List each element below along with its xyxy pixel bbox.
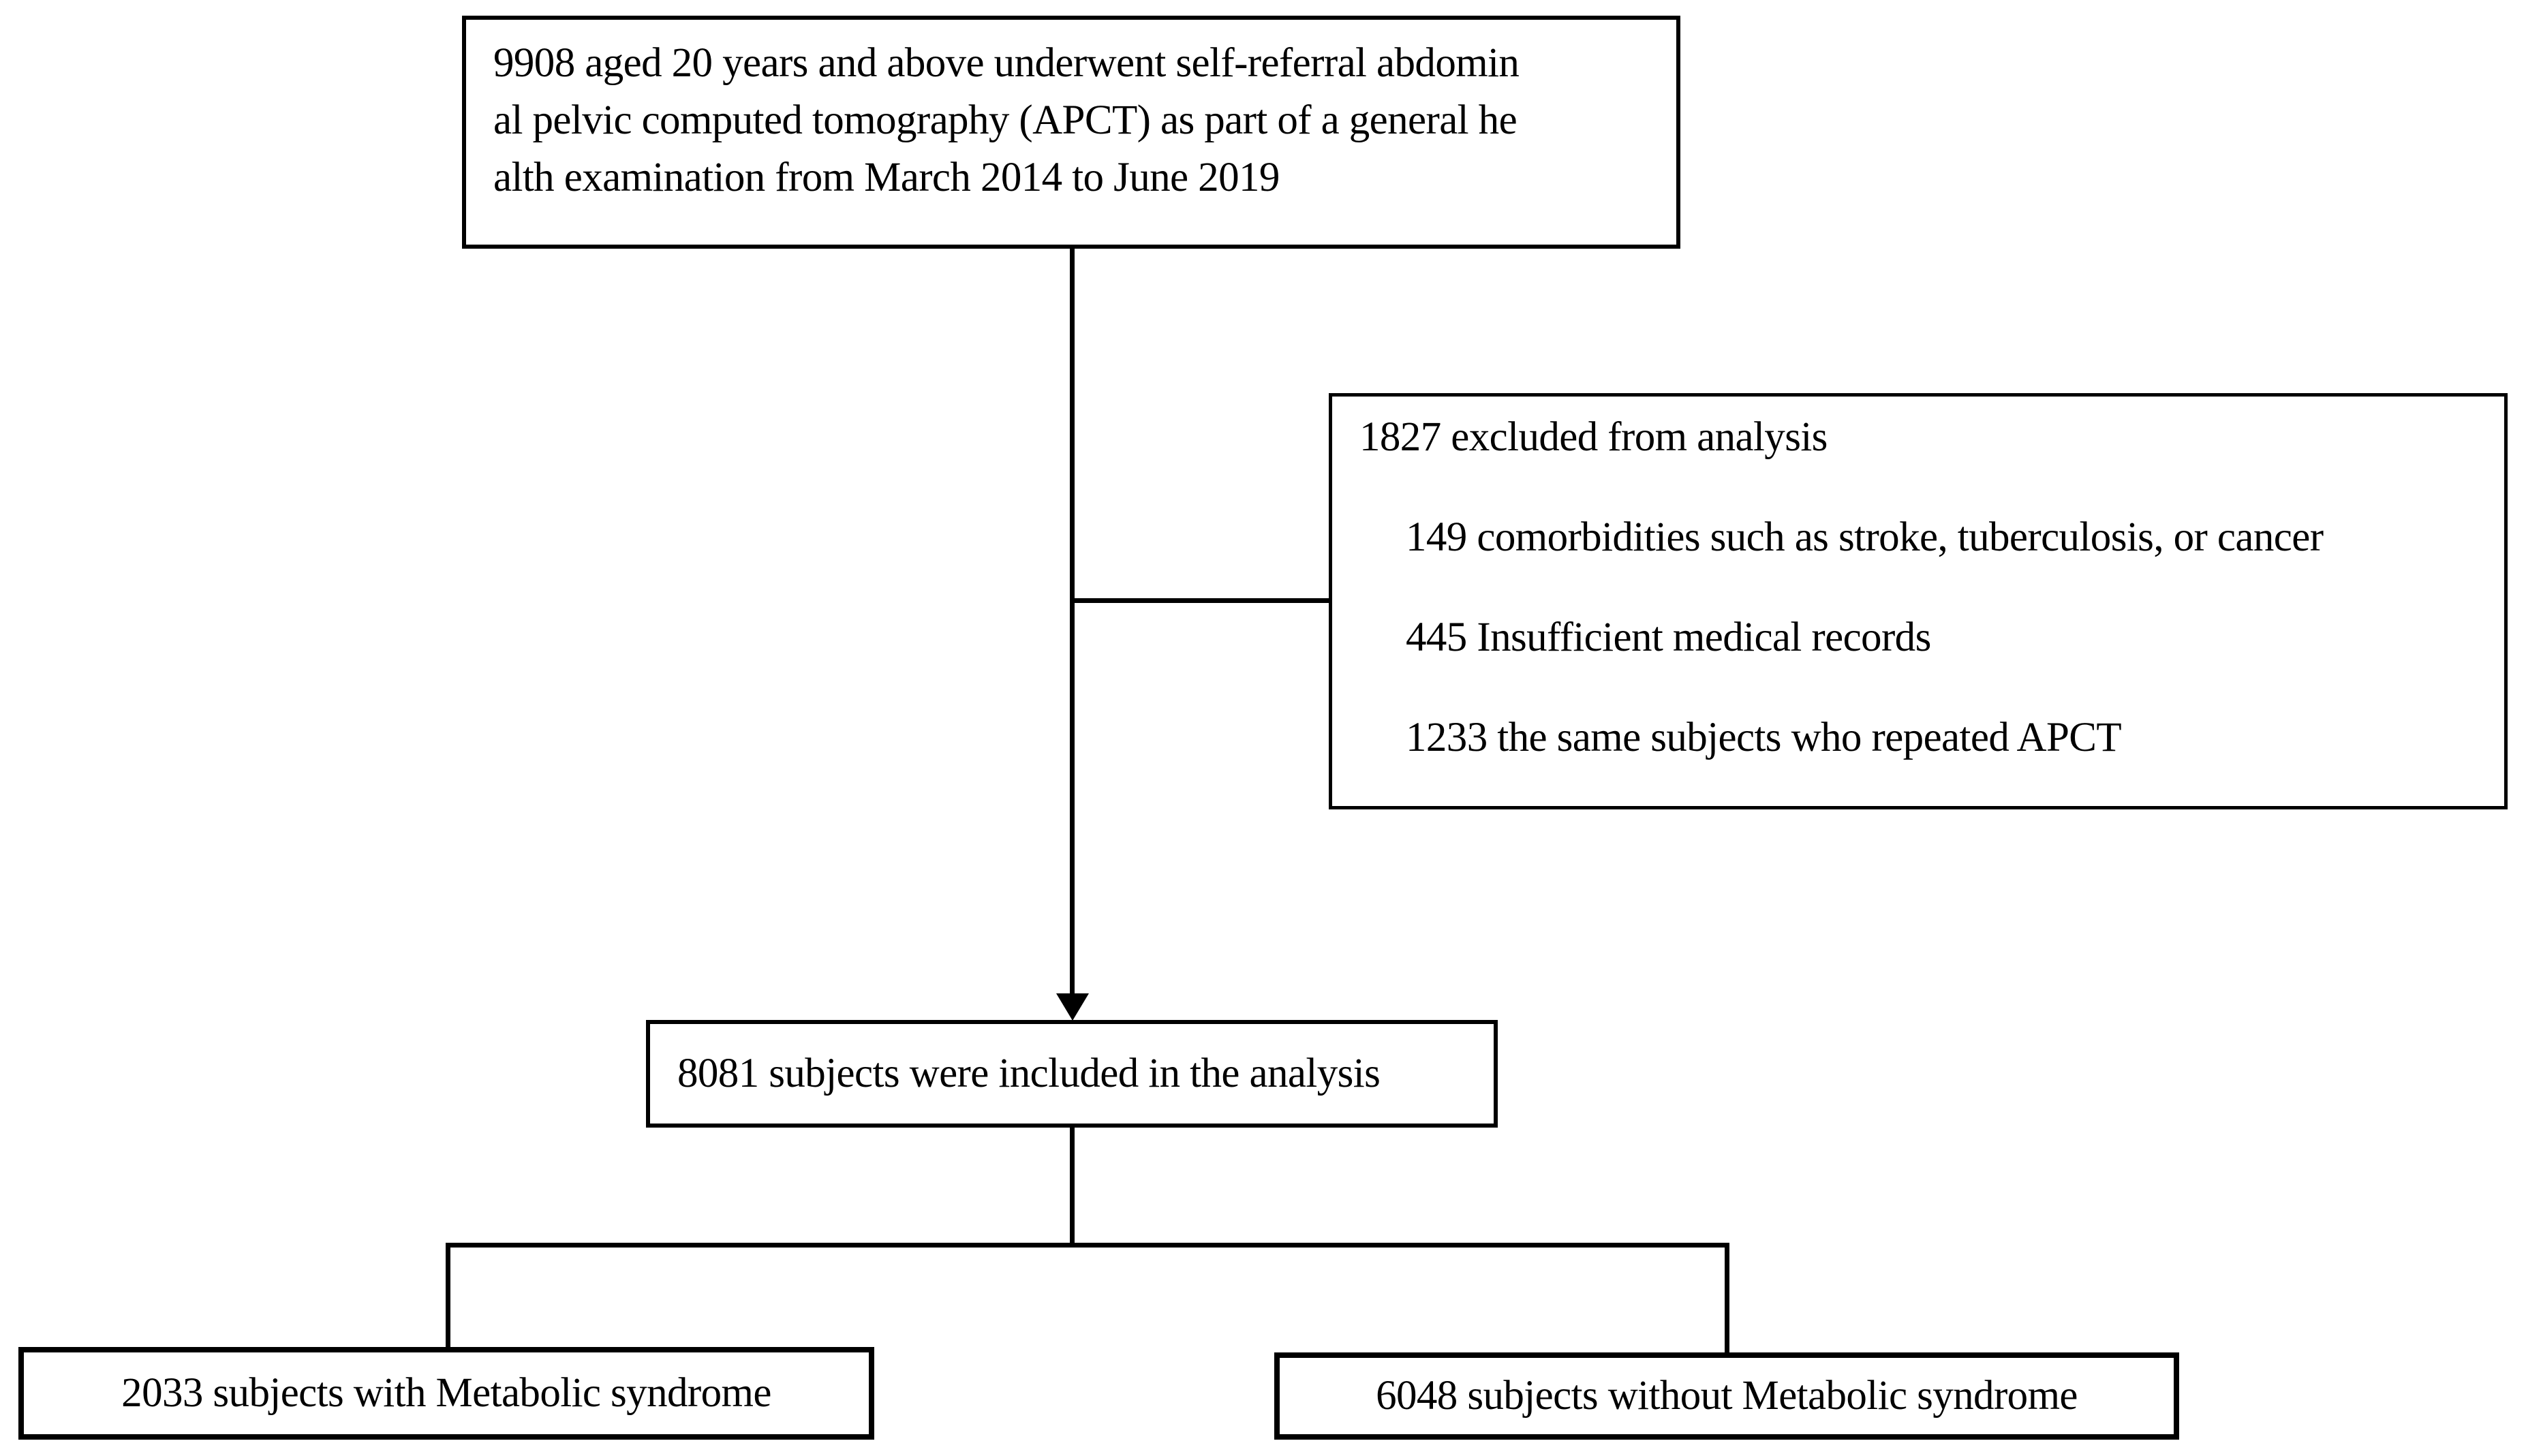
exclusion-item-insufficient-records: 445 Insufficient medical records xyxy=(1406,615,1931,660)
no-metabolic-syndrome-box: 6048 subjects without Metabolic syndrome xyxy=(1274,1352,2179,1440)
metabolic-syndrome-label: 2033 subjects with Metabolic syndrome xyxy=(121,1370,771,1416)
cohort-box: 9908 aged 20 years and above underwent s… xyxy=(462,16,1680,249)
cohort-box-line-2: al pelvic computed tomography (APCT) as … xyxy=(493,97,1518,143)
connector-left-drop xyxy=(446,1243,450,1347)
connector-main-vertical xyxy=(1070,249,1075,996)
exclusion-item-repeated-apct: 1233 the same subjects who repeated APCT xyxy=(1406,715,2122,760)
connector-split-vertical xyxy=(1070,1128,1075,1248)
exclusion-heading: 1827 excluded from analysis xyxy=(1359,414,1828,460)
cohort-box-line-1: 9908 aged 20 years and above underwent s… xyxy=(493,40,1520,86)
exclusion-box: 1827 excluded from analysis 149 comorbid… xyxy=(1329,393,2508,809)
metabolic-syndrome-box: 2033 subjects with Metabolic syndrome xyxy=(18,1347,874,1440)
connector-right-drop xyxy=(1725,1243,1729,1352)
included-box-label: 8081 subjects were included in the analy… xyxy=(677,1051,1381,1096)
no-metabolic-syndrome-label: 6048 subjects without Metabolic syndrome xyxy=(1376,1373,2078,1419)
arrow-down-icon xyxy=(1056,993,1089,1021)
cohort-box-line-3: alth examination from March 2014 to June… xyxy=(493,155,1280,200)
included-box: 8081 subjects were included in the analy… xyxy=(646,1020,1498,1128)
connector-split-horizontal xyxy=(446,1243,1729,1248)
exclusion-item-comorbidities: 149 comorbidities such as stroke, tuberc… xyxy=(1406,514,2324,560)
connector-exclusion-branch xyxy=(1072,598,1329,603)
